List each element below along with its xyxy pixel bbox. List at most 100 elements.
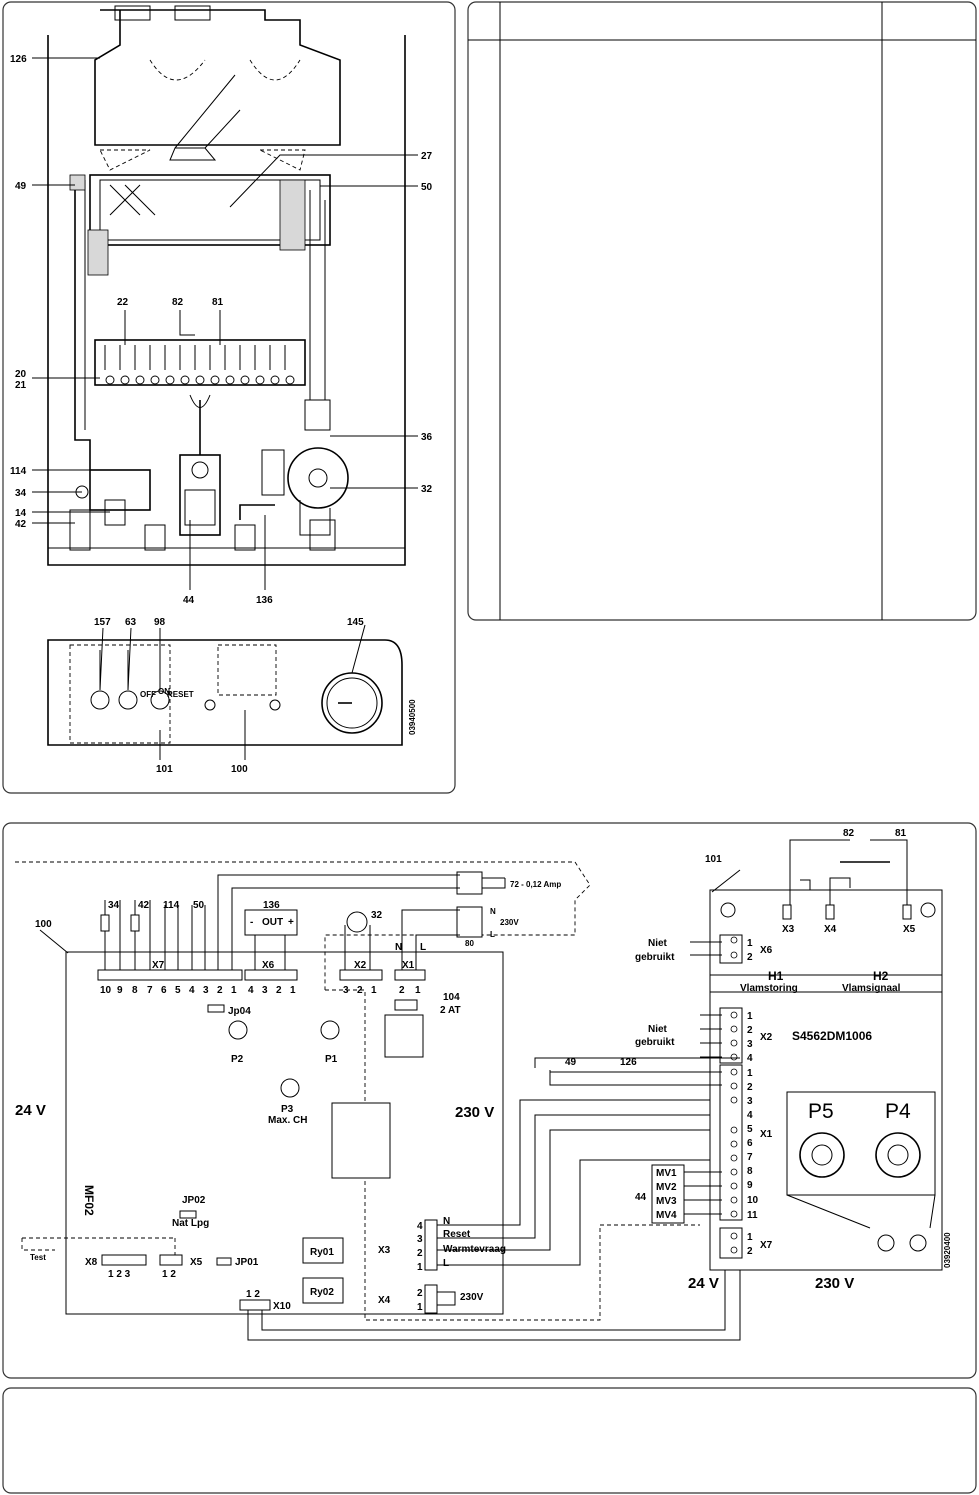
niet-gebruikt-2-a: Niet: [648, 1024, 668, 1035]
callout-157: 157: [94, 617, 111, 628]
nat-lpg-label: Nat Lpg: [172, 1218, 209, 1229]
switch-off-label: OFF: [140, 690, 156, 699]
callout-44: 44: [183, 595, 195, 606]
ry02-label: Ry02: [310, 1287, 334, 1298]
x4-230v-label: 230V: [460, 1292, 484, 1303]
x8-label: X8: [85, 1257, 98, 1268]
x7-pin: 1: [231, 985, 237, 996]
switch-on-label: ON: [158, 687, 170, 696]
callout-22: 22: [117, 297, 129, 308]
callout-82: 82: [172, 297, 184, 308]
x5-label: X5: [190, 1257, 203, 1268]
x6-pin: 1: [290, 985, 296, 996]
out-plus: +: [288, 917, 294, 928]
x10-pins: 1 2: [246, 1289, 260, 1300]
x3-pin: 3: [417, 1234, 423, 1245]
test-label: Test: [30, 1253, 46, 1262]
connector-x2: X2: [354, 960, 367, 971]
mv-label: MV1: [656, 1168, 677, 1179]
callout-81: 81: [212, 297, 224, 308]
callout-136: 136: [256, 595, 273, 606]
r-x1-pin: 2: [747, 1082, 753, 1093]
mains-230v-label: 230V: [500, 918, 519, 927]
x7-pin: 3: [203, 985, 209, 996]
r-x2-pin: 2: [747, 1025, 753, 1036]
r-x1-pin: 3: [747, 1096, 753, 1107]
w-callout-32: 32: [371, 910, 383, 921]
x7-pin: 9: [117, 985, 123, 996]
niet-gebruikt-1-b: gebruikt: [635, 952, 675, 963]
wiring-figure-code: 03920400: [943, 1232, 952, 1268]
panel-figure-code: 03940500: [408, 699, 417, 735]
x1-pin: 1: [415, 985, 421, 996]
r-x7-label: X7: [760, 1240, 773, 1251]
voltage-24v-left: 24 V: [15, 1102, 46, 1119]
x7-pin: 10: [100, 985, 112, 996]
w-callout-114: 114: [163, 900, 180, 911]
connector-x6: X6: [262, 960, 275, 971]
r-x1-pin: 11: [747, 1210, 758, 1221]
x3-pin-labels: 4 3 2 1: [417, 1221, 423, 1273]
x7-pin: 5: [175, 985, 181, 996]
r-x6-pin: 1: [747, 938, 753, 949]
callout-98: 98: [154, 617, 166, 628]
x3-pin: 4: [417, 1221, 423, 1232]
x7-pin: 7: [147, 985, 153, 996]
x4-pin: 1: [417, 1302, 423, 1313]
r-x3-label: X3: [782, 924, 795, 935]
r-x1-pin: 6: [747, 1138, 753, 1149]
ry01-label: Ry01: [310, 1247, 334, 1258]
x7-pin: 4: [189, 985, 195, 996]
p4-label: P4: [885, 1100, 911, 1123]
x1-pin: 2: [399, 985, 405, 996]
pointer-lines-panel: [99, 627, 161, 691]
callout-126: 126: [10, 54, 27, 65]
r-x1-pin: 5: [747, 1124, 753, 1135]
r-x1-pin: 7: [747, 1152, 753, 1163]
w-callout-42: 42: [138, 900, 150, 911]
callout-36: 36: [421, 432, 433, 443]
w-callout-34: 34: [108, 900, 120, 911]
x10-label: X10: [273, 1301, 291, 1312]
x2-pin: 3: [343, 985, 349, 996]
r-x6-label: X6: [760, 945, 773, 956]
connector-x7: X7: [152, 960, 165, 971]
empty-bottom-box: [2, 1387, 977, 1494]
legend-table-frame: [467, 1, 977, 621]
x5-pins: 1 2: [162, 1269, 176, 1280]
fuse-rating-label: 2 AT: [440, 1005, 461, 1016]
w-callout-49: 49: [565, 1057, 577, 1068]
mv-label: MV3: [656, 1196, 677, 1207]
mains-l-label: L: [490, 930, 495, 939]
w-callout-136: 136: [263, 900, 280, 911]
niet-gebruikt-1-a: Niet: [648, 938, 668, 949]
voltage-230v-right: 230 V: [815, 1275, 854, 1292]
p5-label: P5: [808, 1100, 834, 1123]
niet-gebruikt-2-b: gebruikt: [635, 1037, 675, 1048]
r-x1-pin-labels: 1 2 3 4 5 6 7 8 9 10 11: [747, 1068, 759, 1221]
x8-pins: 1 2 3: [108, 1269, 131, 1280]
callout-14: 14: [15, 508, 27, 519]
jp02-label: JP02: [182, 1195, 206, 1206]
callout-34: 34: [15, 488, 27, 499]
mains-n-label: N: [490, 907, 496, 916]
h1-sub-label: Vlamstoring: [740, 983, 798, 994]
boiler-figure-frame: [2, 1, 456, 794]
x7-pin-labels: 10 9 8 7 6 5 4 3 2 1: [100, 985, 237, 996]
callout-49: 49: [15, 181, 27, 192]
callout-101: 101: [156, 764, 173, 775]
w-callout-82: 82: [843, 828, 855, 839]
x2-pin: 2: [357, 985, 363, 996]
control-panel-drawing: [47, 624, 403, 760]
mf02-label: MF02: [82, 1185, 96, 1216]
x1-n-label: N: [395, 942, 402, 953]
r-x2-pin: 3: [747, 1039, 753, 1050]
w-callout-81: 81: [895, 828, 907, 839]
r-x6-pin: 2: [747, 952, 753, 963]
x4-pin-labels: 2 1: [417, 1288, 423, 1313]
max-ch-label: Max. CH: [268, 1115, 307, 1126]
model-label: S4562DM1006: [792, 1029, 872, 1043]
w-callout-126: 126: [620, 1057, 637, 1068]
r-x2-pin: 4: [747, 1053, 753, 1064]
x3-warmtevraag-label: Warmtevraag: [443, 1244, 506, 1255]
